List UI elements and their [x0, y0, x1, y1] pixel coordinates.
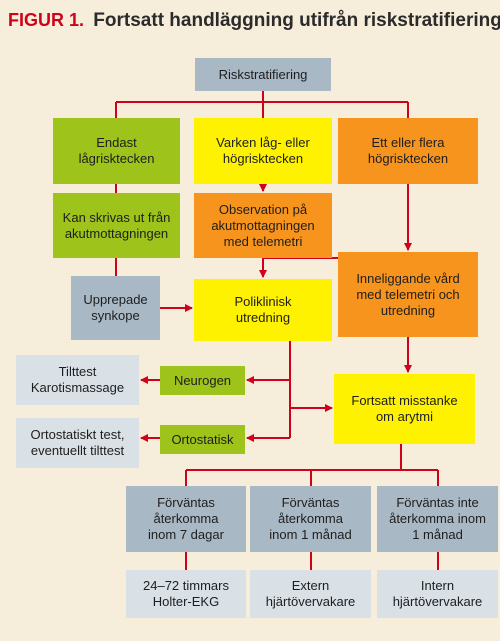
neurogenic-box: Neurogen	[160, 366, 245, 395]
arrhythmia-box: Fortsatt misstanke om arytmi	[334, 374, 475, 444]
tilt-test-box: Tilttest Karotismassage	[16, 355, 139, 405]
orthostatic-box: Ortostatisk	[160, 425, 245, 454]
low-risk-box: Endast lågrisktecken	[53, 118, 180, 184]
external-monitor-box: Extern hjärtövervakare	[250, 570, 371, 618]
figure-title-text: Fortsatt handläggning utifrån riskstrati…	[93, 10, 500, 31]
figure-label: FIGUR 1.	[8, 10, 85, 30]
not-within-1-month-box: Förväntas inte återkomma inom 1 månad	[377, 486, 498, 552]
risk-stratification-box: Riskstratifiering	[195, 58, 331, 91]
admission-box: Inneliggande vård med telemetri och utre…	[338, 252, 478, 337]
orthostatic-test-box: Ortostatiskt test, eventuellt tilttest	[16, 418, 139, 468]
repeated-syncope-box: Upprepade synkope	[71, 276, 160, 340]
outpatient-box: Poliklinisk utredning	[194, 279, 332, 341]
figure-title: FIGUR 1. Fortsatt handläggning utifrån r…	[8, 10, 500, 40]
observation-box: Observation på akutmottagningen med tele…	[194, 193, 332, 258]
discharge-box: Kan skrivas ut från akutmottagningen	[53, 193, 180, 258]
internal-monitor-box: Intern hjärtövervakare	[377, 570, 498, 618]
holter-box: 24–72 timmars Holter-EKG	[126, 570, 246, 618]
neither-risk-box: Varken låg- eller högrisktecken	[194, 118, 332, 184]
high-risk-box: Ett eller flera högrisktecken	[338, 118, 478, 184]
within-1-month-box: Förväntas återkomma inom 1 månad	[250, 486, 371, 552]
within-7-days-box: Förväntas återkomma inom 7 dagar	[126, 486, 246, 552]
